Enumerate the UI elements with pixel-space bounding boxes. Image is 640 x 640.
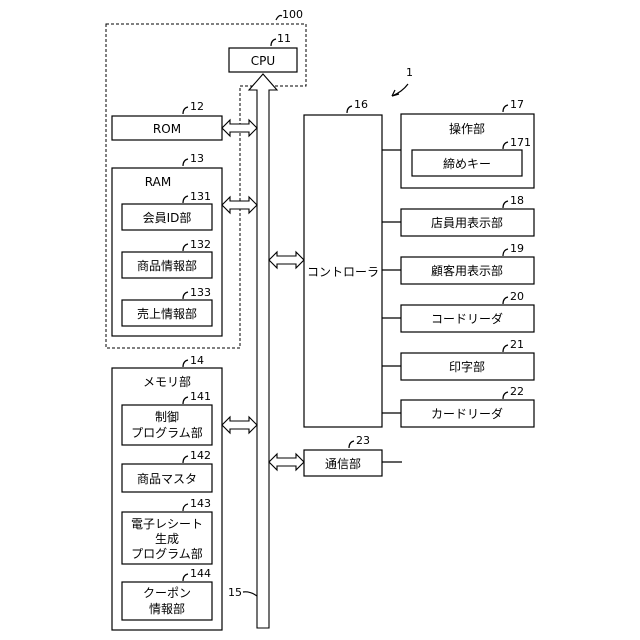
receipt-program-label-1: 電子レシート [131,517,203,531]
product-master-label: 商品マスタ [137,471,197,486]
ref-131: 131 [190,190,211,203]
ref-171: 171 [510,136,531,149]
control-program-label-1: 制御 [155,409,179,424]
control-program-label-2: プログラム部 [131,425,203,440]
receipt-program-label-3: プログラム部 [131,546,203,561]
ref-21: 21 [510,338,524,351]
ref-141: 141 [190,390,211,403]
customer-display-label: 顧客用表示部 [431,263,503,278]
ref-23: 23 [356,434,370,447]
operation-label: 操作部 [449,121,485,136]
code-reader-label: コードリーダ [431,311,503,326]
memory-label: メモリ部 [143,374,191,389]
ref-133: 133 [190,286,211,299]
ref-1: 1 [406,66,413,79]
ref-22: 22 [510,385,524,398]
ref-143: 143 [190,497,211,510]
ref-15: 15 [228,586,242,599]
ref-144: 144 [190,567,211,580]
bus-controller-arrow [269,252,304,268]
ref-142: 142 [190,449,211,462]
ref-132: 132 [190,238,211,251]
coupon-info-label-1: クーポン [143,586,191,600]
ref-16: 16 [354,98,368,111]
bus-communication-arrow [269,454,304,470]
receipt-program-label-2: 生成 [155,532,179,546]
cpu-label: CPU [251,54,275,68]
ref-13: 13 [190,152,204,165]
ref-12: 12 [190,100,204,113]
ref-20: 20 [510,290,524,303]
ref-11: 11 [277,32,291,45]
system-bus [249,74,277,628]
member-id-label: 会員ID部 [143,210,192,225]
coupon-info-label-2: 情報部 [149,601,185,616]
controller-label: コントローラ [307,265,379,279]
memory-bus-arrow [222,417,257,433]
ref-19: 19 [510,242,524,255]
ram-label: RAM [145,175,171,189]
rom-label: ROM [153,122,181,136]
card-reader-label: カードリーダ [431,406,503,421]
ref-17: 17 [510,98,524,111]
printer-label: 印字部 [449,359,485,374]
product-info-label: 商品情報部 [137,258,197,273]
clerk-display-label: 店員用表示部 [431,215,503,230]
ref-100: 100 [282,8,303,21]
sales-info-label: 売上情報部 [137,306,197,321]
ref-18: 18 [510,194,524,207]
communication-label: 通信部 [325,456,361,471]
ref-14: 14 [190,354,204,367]
closing-key-label: 締めキー [443,156,491,171]
